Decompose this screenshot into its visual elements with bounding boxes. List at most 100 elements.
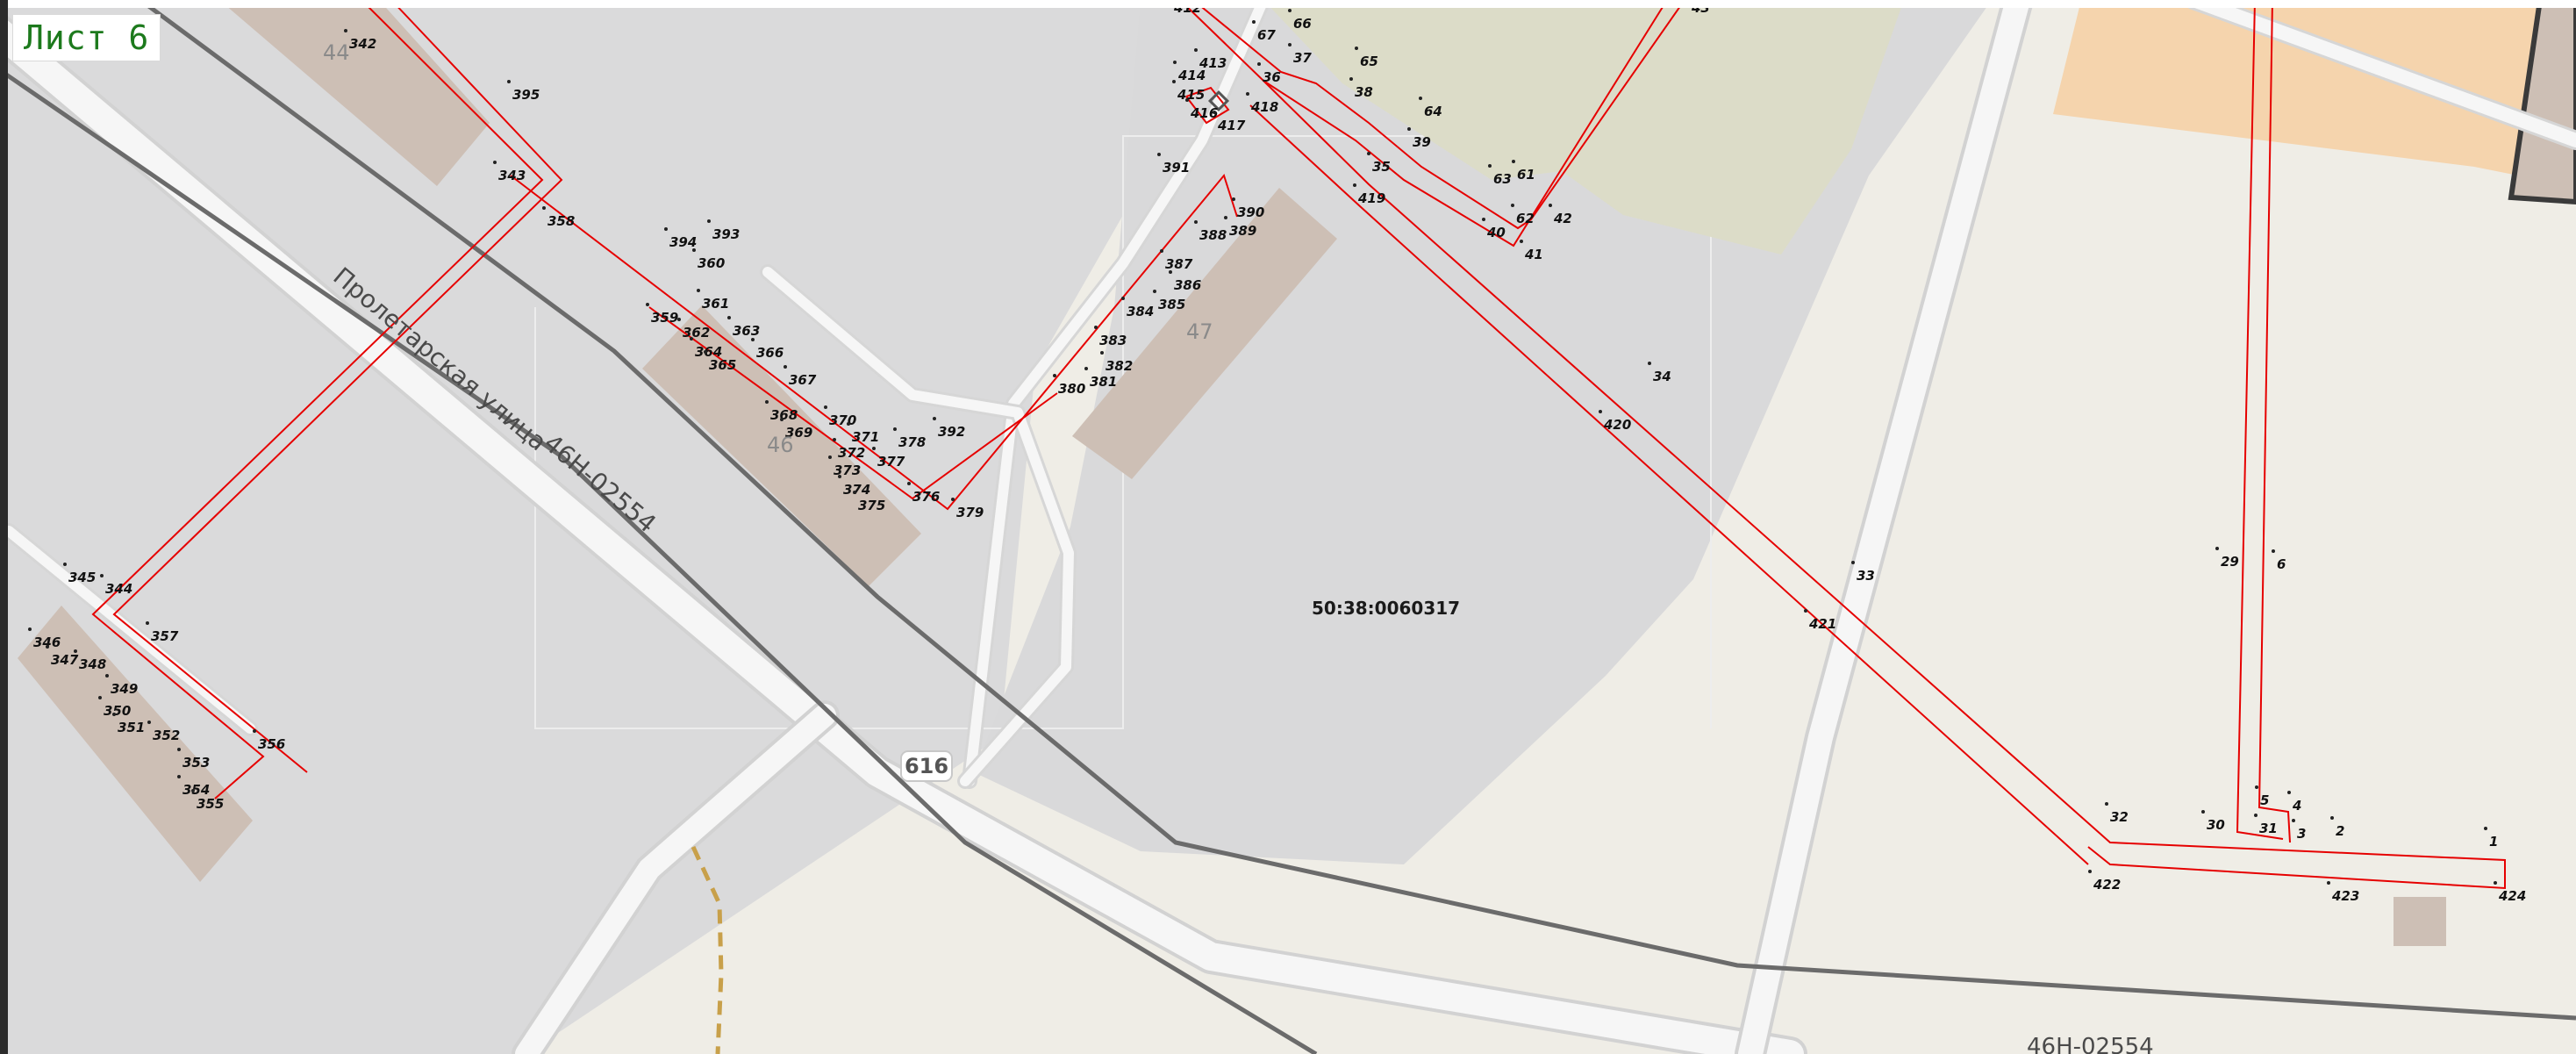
building-46 [642,305,921,586]
boundary-point-label: 375 [858,498,885,513]
boundary-point-marker [112,713,116,716]
boundary-point-label: 371 [852,429,879,445]
boundary-point-label: 387 [1165,256,1193,272]
boundary-point-marker [2292,819,2295,822]
boundary-point-marker [2255,785,2258,789]
boundary-point-marker [664,227,668,231]
boundary-point-marker [1851,561,1855,564]
boundary-point-label: 418 [1250,99,1278,115]
residential-area [2053,0,2562,184]
boundary-point-label: 419 [1357,190,1385,206]
boundary-point-marker [1488,164,1492,168]
boundary-point-marker [191,789,195,792]
boundary-point-marker [98,696,102,699]
boundary-point-label: 415 [1177,87,1205,103]
boundary-point-label: 388 [1199,227,1227,243]
boundary-point-label: 65 [1360,54,1378,69]
boundary-point-marker [2494,881,2497,885]
boundary-point-label: 380 [1058,381,1085,397]
boundary-point-label: 354 [182,782,210,798]
boundary-point-label: 413 [1199,55,1227,71]
boundary-point-marker [1367,152,1370,155]
boundary-point-label: 373 [834,462,861,478]
boundary-point-label: 5 [2260,792,2269,808]
boundary-point-marker [838,475,841,478]
boundary-point-marker [824,405,827,409]
boundary-point-label: 395 [512,87,540,103]
boundary-point-marker [1482,218,1485,221]
boundary-point-label: 349 [111,681,138,697]
boundary-point-marker [707,219,711,223]
boundary-point-marker [177,775,181,778]
boundary-point-marker [2287,791,2291,794]
boundary-point-label: 61 [1517,167,1535,183]
boundary-point-label: 360 [698,255,725,271]
boundary-point-label: 369 [785,425,812,441]
building-number-47: 47 [1186,319,1213,344]
boundary-point-marker [2201,810,2205,814]
road-code-bottom-label: 46Н-02554 [2027,1034,2154,1054]
boundary-point-marker [105,674,109,678]
boundary-point-marker [1648,362,1651,365]
boundary-point-marker [780,418,784,421]
boundary-point-marker [1224,216,1227,219]
boundary-point-marker [507,80,511,83]
boundary-point-label: 34 [1653,369,1671,384]
boundary-point-marker [1172,80,1176,83]
boundary-point-marker [1419,97,1422,100]
boundary-point-marker [2105,802,2108,806]
boundary-point-label: 379 [956,505,984,520]
top-frame [0,0,2576,8]
route-shield [900,750,953,782]
parcel-id-label: 50:38:0060317 [1312,598,1460,619]
boundary-point-marker [828,455,832,459]
boundary-point-marker [1100,351,1104,355]
boundary-point-label: 342 [349,36,376,52]
boundary-point-label: 344 [105,581,132,597]
industrial-zone-left [0,0,1246,1054]
boundary-point-label: 6 [2277,556,2286,572]
boundary-point-label: 62 [1516,211,1535,226]
boundary-point-marker [2484,827,2487,830]
boundary-point-label: 4 [2292,798,2301,814]
boundary-point-marker [1153,290,1156,293]
boundary-point-marker [893,427,897,431]
boundary-point-label: 67 [1257,27,1276,43]
boundary-point-label: 64 [1424,104,1442,119]
boundary-point-label: 376 [912,489,940,505]
boundary-point-label: 29 [2221,554,2239,570]
boundary-point-label: 30 [2207,817,2225,833]
boundary-point-label: 390 [1237,204,1264,220]
boundary-point-marker [100,574,104,577]
boundary-point-marker [1288,9,1292,12]
boundary-point-label: 363 [733,323,760,339]
boundary-point-label: 348 [79,656,106,672]
boundary-point-label: 345 [68,570,96,585]
boundary-point-label: 355 [197,796,224,812]
boundary-point-label: 424 [2498,888,2526,904]
boundary-point-label: 393 [712,226,740,242]
building-number-44: 44 [323,40,350,65]
route-shield-number: 616 [905,754,948,778]
boundary-point-marker [1053,374,1056,377]
boundary-point-marker [646,303,649,306]
boundary-point-marker [1194,220,1198,224]
boundary-point-marker [28,627,32,631]
boundary-point-marker [344,29,347,32]
boundary-point-label: 42 [1553,211,1572,226]
boundary-point-label: 37 [1293,50,1312,66]
boundary-point-marker [147,721,151,724]
boundary-point-label: 381 [1090,374,1117,390]
boundary-point-marker [1353,183,1356,187]
boundary-point-label: 38 [1355,84,1373,100]
boundary-point-label: 2 [2336,823,2344,839]
boundary-point-label: 368 [770,407,798,423]
boundary-point-marker [907,482,911,485]
boundary-point-label: 389 [1229,223,1256,239]
boundary-point-label: 63 [1493,171,1512,187]
boundary-point-marker [933,417,936,420]
boundary-point-label: 414 [1177,68,1206,83]
boundary-point-marker [697,289,700,292]
